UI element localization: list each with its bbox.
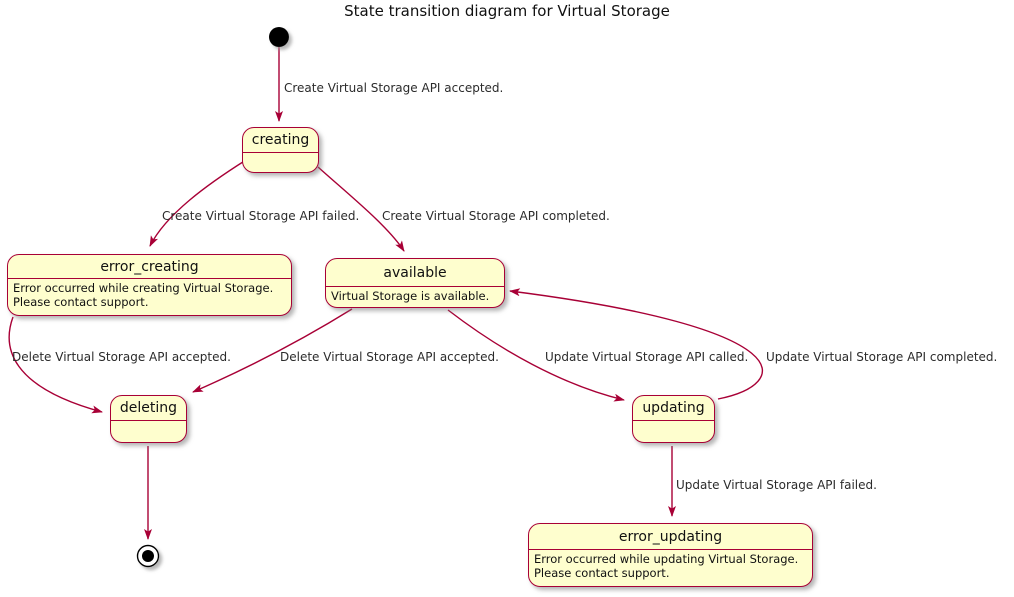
label-error-creating-to-deleting: Delete Virtual Storage API accepted.: [12, 350, 231, 364]
state-updating: updating: [632, 395, 715, 443]
label-creating-to-available: Create Virtual Storage API completed.: [382, 209, 610, 223]
state-deleting: deleting: [110, 395, 187, 443]
state-updating-body: [633, 420, 714, 442]
state-error-updating-body: Error occurred while updating Virtual St…: [529, 549, 812, 586]
state-available: available Virtual Storage is available.: [325, 258, 505, 308]
state-creating: creating: [242, 127, 319, 173]
edge-creating-to-error-creating: [149, 159, 247, 247]
state-creating-body: [243, 152, 318, 172]
state-error-creating: error_creating Error occurred while crea…: [7, 254, 292, 316]
state-available-desc: Virtual Storage is available.: [331, 289, 490, 303]
state-error-creating-desc-line1: Error occurred while creating Virtual St…: [13, 281, 274, 295]
state-error-creating-body: Error occurred while creating Virtual St…: [8, 278, 291, 315]
label-creating-to-error-creating: Create Virtual Storage API failed.: [162, 209, 360, 223]
state-error-updating-desc-line2: Please contact support.: [534, 566, 670, 581]
label-available-to-updating: Update Virtual Storage API called.: [545, 350, 749, 364]
state-error-creating-title: error_creating: [100, 258, 199, 275]
state-error-creating-desc-line2: Please contact support.: [13, 295, 149, 310]
edge-available-to-updating: [447, 309, 625, 402]
edge-updating-to-available: [509, 288, 763, 400]
label-initial-to-creating: Create Virtual Storage API accepted.: [284, 81, 504, 95]
state-available-body: Virtual Storage is available.: [326, 286, 504, 307]
edge-available-to-deleting: [192, 308, 353, 393]
state-available-title: available: [383, 264, 447, 281]
state-creating-title: creating: [251, 132, 310, 148]
state-error-updating: error_updating Error occurred while upda…: [528, 523, 813, 587]
state-deleting-body: [111, 420, 186, 442]
label-updating-to-available: Update Virtual Storage API completed.: [766, 350, 998, 364]
state-deleting-title: deleting: [119, 400, 178, 416]
initial-state-node: [269, 27, 289, 47]
diagram-title: State transition diagram for Virtual Sto…: [344, 2, 670, 20]
state-error-updating-desc-line1: Error occurred while updating Virtual St…: [534, 552, 799, 566]
edge-creating-to-available: [317, 166, 405, 252]
state-updating-title: updating: [642, 400, 705, 416]
state-error-updating-title: error_updating: [618, 528, 723, 545]
label-available-to-deleting: Delete Virtual Storage API accepted.: [280, 350, 499, 364]
final-state-node: [136, 544, 160, 568]
edge-error-creating-to-deleting: [8, 316, 103, 414]
label-updating-to-error-updating: Update Virtual Storage API failed.: [676, 478, 877, 492]
